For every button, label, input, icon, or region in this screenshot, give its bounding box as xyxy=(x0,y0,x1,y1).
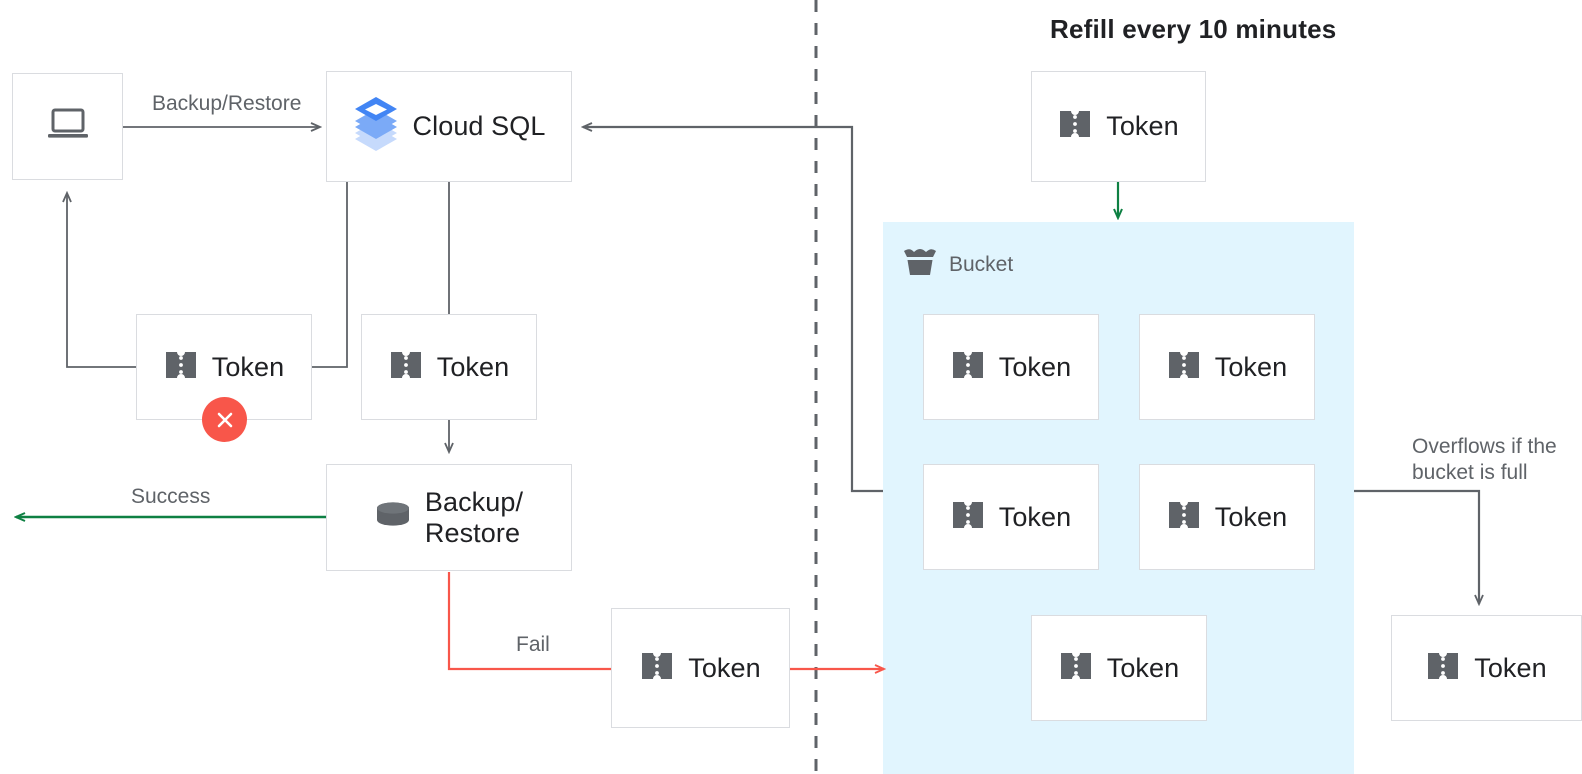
token-icon xyxy=(1058,109,1092,144)
laptop-icon xyxy=(46,106,90,147)
token-label: Token xyxy=(1214,501,1288,532)
token-icon xyxy=(1426,651,1460,686)
node-token-refill[interactable]: Token xyxy=(1031,71,1206,182)
token-icon xyxy=(640,651,674,686)
token-icon xyxy=(389,350,423,385)
node-bucket-token[interactable]: Token xyxy=(1031,615,1207,721)
edge-label-overflow: Overflows if the bucket is full xyxy=(1412,435,1557,485)
edge-bucket-to-cloudsql xyxy=(583,127,883,493)
edge-cloudsql-to-token-fail xyxy=(312,182,348,368)
token-icon xyxy=(951,350,985,385)
edge-bucket-overflow xyxy=(1354,489,1479,604)
page-title: Refill every 10 minutes xyxy=(1050,14,1337,44)
node-client[interactable] xyxy=(12,73,123,180)
cloud-sql-icon xyxy=(353,97,399,156)
token-label: Token xyxy=(1106,111,1179,142)
token-icon xyxy=(951,500,985,535)
edge-label-fail: Fail xyxy=(516,633,550,656)
bucket-icon xyxy=(903,247,937,282)
bucket-header: Bucket xyxy=(903,247,1013,282)
node-cloud-sql[interactable]: Cloud SQL xyxy=(326,71,572,182)
token-label: Token xyxy=(998,351,1072,382)
token-icon xyxy=(1167,500,1201,535)
node-token-overflow[interactable]: Token xyxy=(1391,615,1582,721)
node-bucket-token[interactable]: Token xyxy=(1139,314,1315,420)
error-x-badge xyxy=(202,397,247,442)
token-icon xyxy=(1167,350,1201,385)
edge-token-fail-to-client xyxy=(67,193,136,368)
node-backup-restore[interactable]: Backup/ Restore xyxy=(326,464,572,571)
token-icon xyxy=(164,350,198,385)
bucket-label: Bucket xyxy=(949,252,1014,276)
token-label: Token xyxy=(688,652,761,683)
token-label: Token xyxy=(1474,652,1547,683)
token-label: Token xyxy=(211,351,285,382)
node-bucket-token[interactable]: Token xyxy=(923,464,1099,570)
node-bucket-token[interactable]: Token xyxy=(923,314,1099,420)
node-token-mid[interactable]: Token xyxy=(361,314,537,420)
database-icon xyxy=(375,501,411,534)
token-label: Token xyxy=(1106,652,1180,683)
token-icon xyxy=(1059,651,1093,686)
edge-label-success: Success xyxy=(131,485,211,508)
node-token-fail-path[interactable]: Token xyxy=(611,608,790,728)
backup-restore-label: Backup/ Restore xyxy=(424,487,524,548)
token-label: Token xyxy=(998,501,1072,532)
node-bucket-token[interactable]: Token xyxy=(1139,464,1315,570)
token-label: Token xyxy=(436,351,510,382)
cloud-sql-label: Cloud SQL xyxy=(412,111,546,142)
edge-label-backup-restore: Backup/Restore xyxy=(152,92,302,115)
token-label: Token xyxy=(1214,351,1288,382)
